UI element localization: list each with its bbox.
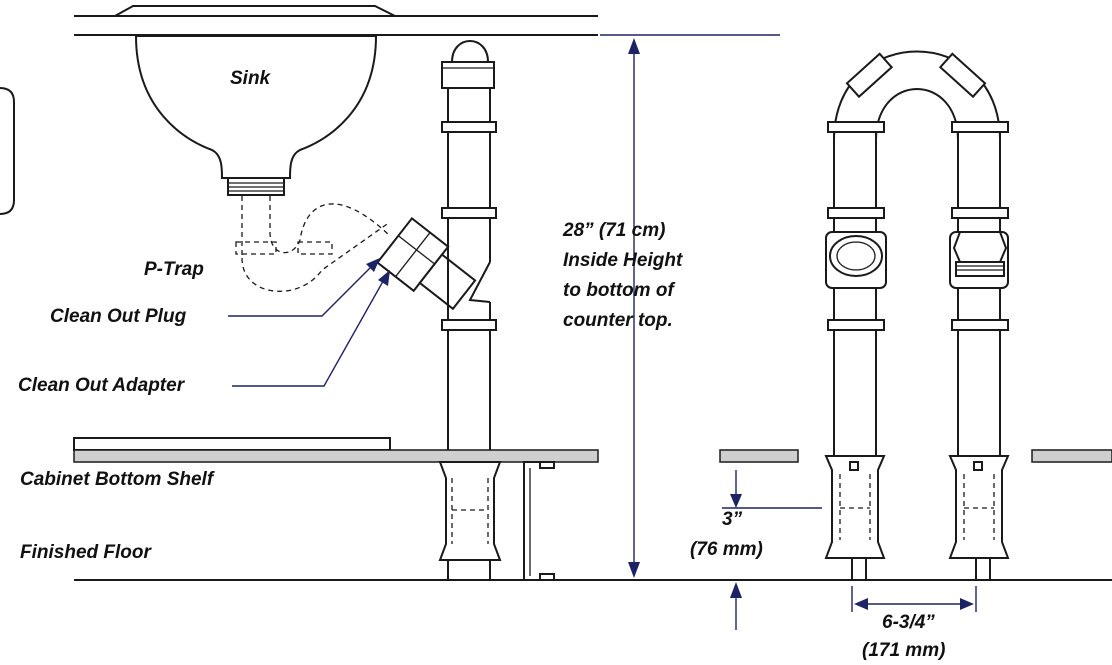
finished-floor-label: Finished Floor bbox=[20, 542, 152, 563]
pipe-spacing-dimension bbox=[851, 586, 977, 612]
clean-out-assembly bbox=[376, 216, 477, 311]
clean-out-adapter-leader bbox=[232, 270, 390, 387]
floor-offset-line1: 3” bbox=[722, 509, 743, 530]
p-trap-label: P-Trap bbox=[144, 259, 204, 280]
sink-bowl bbox=[134, 35, 378, 196]
right-cleanout-plugged bbox=[949, 231, 1009, 289]
right-couplings bbox=[824, 455, 1010, 580]
countertop bbox=[74, 5, 598, 36]
clean-out-adapter-label: Clean Out Adapter bbox=[18, 375, 186, 396]
clean-out-plug-label: Clean Out Plug bbox=[50, 306, 187, 327]
inside-height-line4: counter top. bbox=[563, 310, 673, 331]
height-dimension bbox=[600, 34, 780, 578]
pipe-spacing-line2: (171 mm) bbox=[862, 640, 945, 661]
right-u-vent bbox=[827, 50, 1009, 456]
left-vent-stack bbox=[441, 40, 497, 580]
left-coupling bbox=[438, 461, 502, 561]
floor-offset-line2: (76 mm) bbox=[690, 539, 763, 560]
cabinet-bottom-shelf-label: Cabinet Bottom Shelf bbox=[20, 469, 215, 490]
right-cleanout-open bbox=[825, 231, 887, 289]
floor-offset-dimension bbox=[722, 470, 822, 630]
p-trap bbox=[235, 196, 391, 292]
cabinet-shelves bbox=[73, 437, 1112, 463]
pipe-spacing-line1: 6-3/4” bbox=[882, 612, 935, 633]
left-edge-bracket bbox=[0, 87, 15, 215]
inside-height-line3: to bottom of bbox=[563, 280, 675, 301]
clean-out-plug-leader bbox=[228, 258, 380, 317]
inside-height-line1: 28” (71 cm) bbox=[562, 220, 665, 241]
sink-label: Sink bbox=[230, 68, 272, 89]
support-channel bbox=[523, 461, 555, 581]
inside-height-line2: Inside Height bbox=[563, 250, 683, 271]
